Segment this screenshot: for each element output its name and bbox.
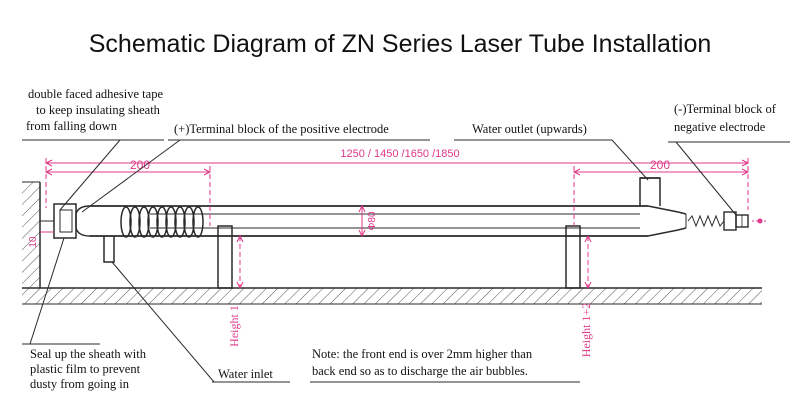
svg-text:from falling down: from falling down	[26, 119, 118, 133]
height-2-label: Height 1+2	[579, 303, 593, 357]
cooling-coil	[120, 206, 204, 238]
negative-terminal-label: (-)Terminal block of negative electrode	[674, 102, 777, 134]
adhesive-label: double faced adhesive tape to keep insul…	[26, 87, 163, 133]
ground-base	[22, 287, 762, 305]
svg-text:Note: the front end is over 2m: Note: the front end is over 2mm higher t…	[312, 347, 533, 361]
left-offset-dimension: 200	[130, 158, 150, 172]
dimension-lines	[40, 158, 750, 290]
leader-lines	[22, 139, 790, 383]
support-right	[565, 225, 581, 289]
support-left	[217, 225, 233, 289]
seal-label: Seal up the sheath with plastic film to …	[30, 347, 147, 391]
svg-text:dusty from going in: dusty from going in	[30, 377, 130, 391]
water-outlet-label: Water outlet (upwards)	[472, 122, 587, 136]
laser-tube	[40, 203, 766, 239]
svg-text:Seal up the sheath with: Seal up the sheath with	[30, 347, 147, 361]
water-inlet-label: Water inlet	[218, 367, 273, 381]
svg-text:plastic film to prevent: plastic film to prevent	[30, 362, 141, 376]
svg-text:to keep insulating sheath: to keep insulating sheath	[36, 103, 161, 117]
diagram-title: Schematic Diagram of ZN Series Laser Tub…	[89, 30, 712, 58]
positive-terminal-label: (+)Terminal block of the positive electr…	[174, 122, 389, 136]
svg-text:back end so as to discharge th: back end so as to discharge the air bubb…	[312, 364, 528, 378]
water-inlet-pipe	[103, 236, 115, 263]
diameter-dimension: Φ80	[367, 211, 378, 231]
note-label: Note: the front end is over 2mm higher t…	[312, 347, 533, 378]
svg-text:(-)Terminal block of: (-)Terminal block of	[674, 102, 777, 116]
svg-text:negative electrode: negative electrode	[674, 120, 766, 134]
svg-text:double faced adhesive tape: double faced adhesive tape	[28, 87, 163, 101]
height-1-label: Height 1	[227, 305, 241, 347]
end-gap-dimension: 10	[28, 236, 39, 248]
length-dimension: 1250 / 1450 /1650 /1850	[340, 148, 459, 160]
water-outlet-pipe	[639, 177, 661, 206]
left-wall	[22, 181, 41, 288]
right-offset-dimension: 200	[650, 158, 670, 172]
